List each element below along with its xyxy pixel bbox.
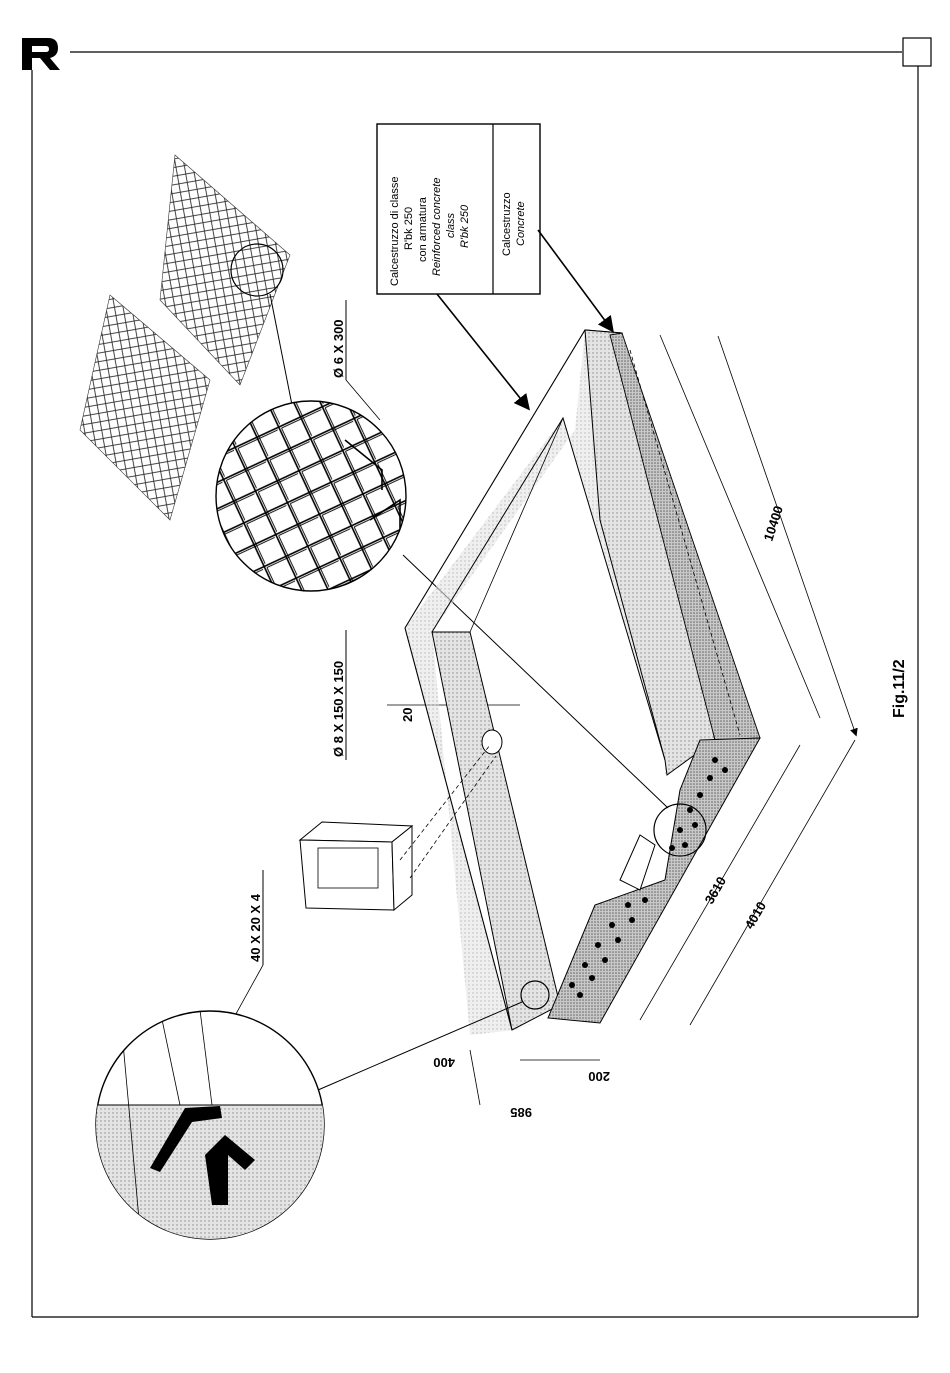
- dim-outer-width: 4010: [742, 899, 769, 932]
- angle-leader-line: [318, 1002, 522, 1090]
- dim-inner-width: 3610: [702, 874, 729, 907]
- mesh-bar-callout: Ø 8 X 150 X 150: [331, 630, 346, 760]
- legend-reinforced-line2: R'bk 250: [403, 207, 415, 250]
- legend-reinforced-line3: con armatura: [417, 196, 429, 262]
- mesh-sheet-upper: [160, 155, 290, 385]
- legend-concrete-line1: Calcestruzzo: [501, 192, 513, 256]
- corner-box: [903, 38, 931, 66]
- angle-label: 40 X 20 X 4: [248, 893, 263, 962]
- pit-structure: [405, 330, 760, 1035]
- stirrup-callout: Ø 6 X 300: [331, 300, 380, 420]
- dim-length: 10400: [761, 504, 786, 543]
- legend-box: Calcestruzzo di classe R'bk 250 con arma…: [377, 124, 540, 294]
- mesh-bar-label: Ø 8 X 150 X 150: [331, 661, 346, 757]
- legend-reinforced-line5: class: [445, 212, 457, 238]
- dim-edge-400: 400: [433, 1055, 455, 1070]
- front-reinforced-strip: [548, 738, 760, 1023]
- legend-reinforced-line4: Reinforced concrete: [431, 178, 443, 276]
- dim-edge-985: 985: [510, 1105, 532, 1120]
- legend-reinforced-line1: Calcestruzzo di classe: [389, 177, 401, 286]
- legend-concrete-line2: Concrete: [515, 201, 527, 246]
- brand-r-logo-icon: [22, 38, 60, 70]
- drain-opening: [620, 835, 655, 890]
- legend-arrow-concrete: [538, 230, 612, 330]
- mesh-detail-circle: [215, 400, 410, 595]
- gap-label: 20: [400, 708, 415, 722]
- stirrup-label: Ø 6 X 300: [331, 319, 346, 378]
- angle-detail-circle: [96, 1010, 330, 1255]
- figure-caption: Fig.11/2: [891, 659, 908, 718]
- dim-edge-200: 200: [588, 1069, 610, 1084]
- legend-reinforced-line6: R'bk 250: [459, 204, 471, 248]
- conduit-hole: [482, 730, 502, 754]
- legend-arrow-reinforced: [437, 294, 528, 408]
- mesh-leader-line: [270, 294, 292, 405]
